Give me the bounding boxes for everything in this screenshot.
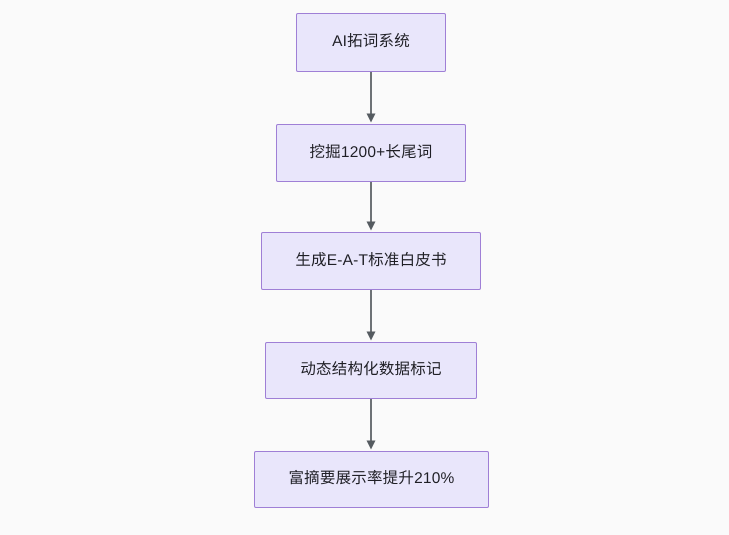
flow-node-label: AI拓词系统 (332, 33, 410, 51)
flow-node-generate-eat-whitepaper[interactable]: 生成E-A-T标准白皮书 (261, 232, 481, 290)
flow-node-dynamic-structured-data-markup[interactable]: 动态结构化数据标记 (265, 342, 477, 399)
flow-node-ai-keyword-system[interactable]: AI拓词系统 (296, 13, 446, 72)
flow-node-label: 生成E-A-T标准白皮书 (295, 251, 447, 269)
flow-node-rich-snippet-impression-uplift[interactable]: 富摘要展示率提升210% (254, 451, 489, 508)
flow-node-label: 富摘要展示率提升210% (288, 470, 455, 488)
flow-node-label: 挖掘1200+长尾词 (309, 143, 433, 161)
flow-node-label: 动态结构化数据标记 (300, 361, 442, 379)
flow-node-mine-longtail-keywords[interactable]: 挖掘1200+长尾词 (276, 124, 466, 182)
